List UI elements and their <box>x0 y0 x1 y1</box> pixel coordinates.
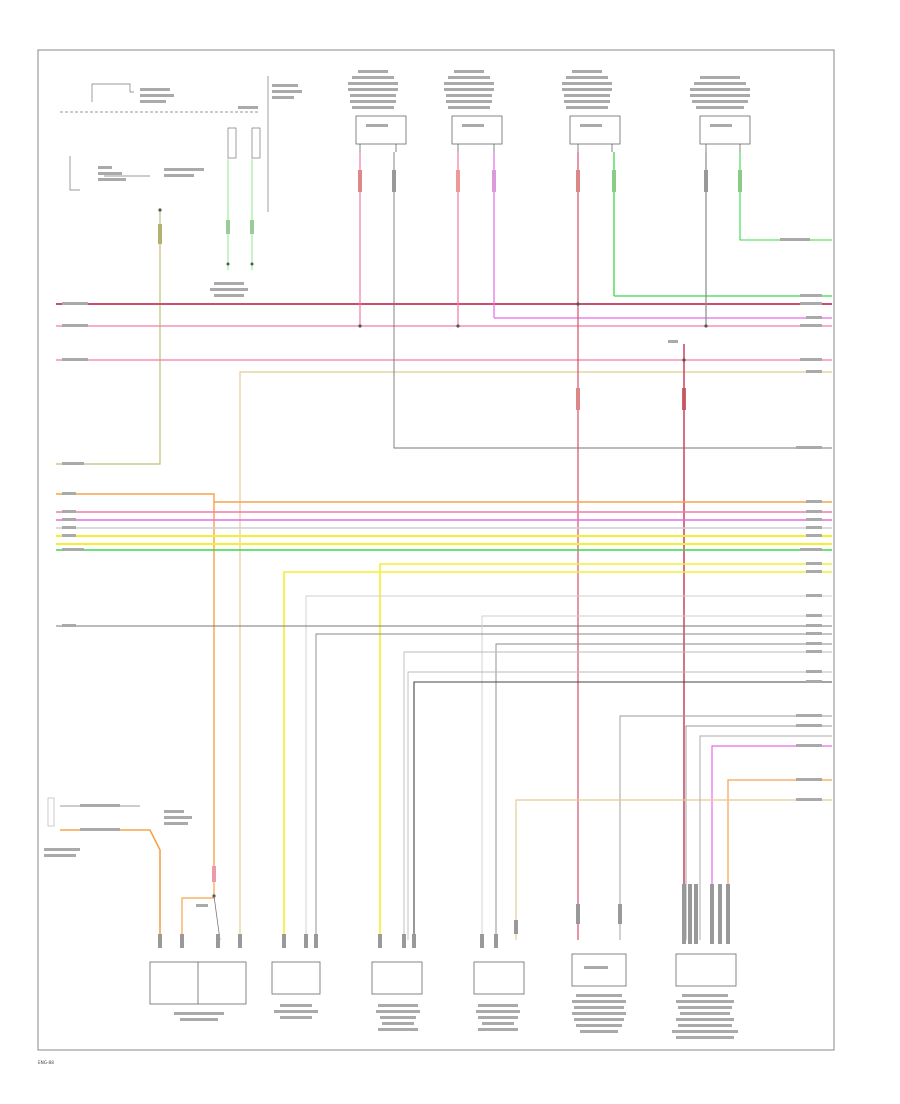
top-sensor-2 <box>451 115 503 152</box>
bus-wires <box>56 152 832 940</box>
module-3-box <box>371 961 423 995</box>
signal-bus-band <box>56 493 832 870</box>
yellow-wires <box>283 563 832 940</box>
top-sensor-4 <box>699 115 751 152</box>
top-sensor-3 <box>569 115 621 152</box>
top-left-switch-block <box>60 76 269 212</box>
left-wire-labels <box>62 302 88 627</box>
bottom-component-labels <box>174 966 738 1039</box>
module-4-box <box>473 961 525 995</box>
left-olive-wire <box>56 208 162 465</box>
bus-light-green-top <box>739 152 832 241</box>
module-6-box <box>675 953 737 987</box>
top-left-labels <box>98 84 302 297</box>
top-sensor-1 <box>355 115 407 152</box>
connector-wires-top <box>226 158 254 270</box>
gray-wire-band <box>56 595 832 940</box>
module-5-box <box>571 953 627 987</box>
bottom-left-labels <box>44 804 208 907</box>
top-sensor-labels <box>348 70 750 127</box>
module-2-box <box>271 961 321 995</box>
right-lower-wires <box>515 735 832 940</box>
diagram-frame <box>37 49 835 1051</box>
red-wire-right <box>668 340 686 940</box>
footer-code: ENG-88 <box>38 1060 54 1065</box>
right-wire-labels <box>780 238 822 801</box>
bottom-component-modules <box>149 953 737 1005</box>
bottom-connectors <box>158 884 730 948</box>
bus-tan <box>239 371 832 940</box>
bottom-left-harness <box>47 797 221 941</box>
sensor-drops <box>358 152 742 940</box>
bus-gray-mid <box>393 152 832 449</box>
